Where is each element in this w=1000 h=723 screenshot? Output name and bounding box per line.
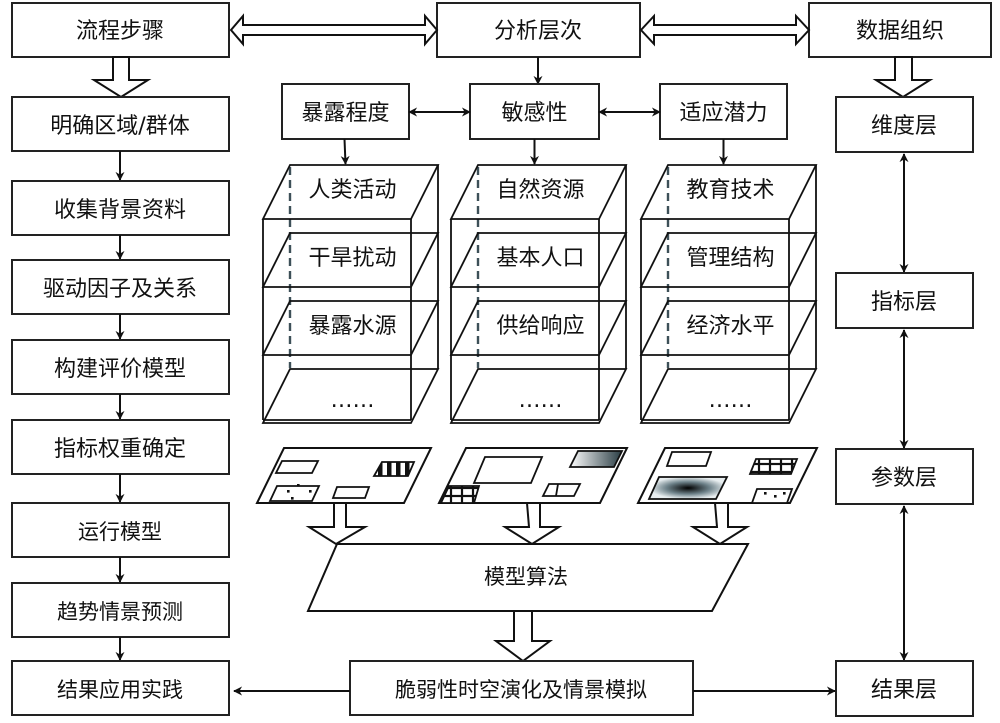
layer-label: 教育技术 bbox=[686, 178, 774, 203]
header-data-organization: 数据组织 bbox=[808, 2, 992, 58]
hollow-down-arrow-data bbox=[872, 56, 934, 99]
data-layer-label: 维度层 bbox=[871, 114, 937, 139]
process-step-label: 指标权重确定 bbox=[54, 437, 186, 462]
vulnerability-simulation-label: 脆弱性时空演化及情景模拟 bbox=[395, 678, 647, 702]
double-hollow-arrow-right bbox=[639, 13, 811, 47]
model-algorithm-box: 模型算法 bbox=[306, 543, 750, 612]
arrow-dimension-to-stack bbox=[340, 138, 350, 165]
process-step-label: 收集背景资料 bbox=[54, 198, 186, 223]
dimension-box: 适应潜力 bbox=[659, 83, 788, 140]
process-step: 指标权重确定 bbox=[11, 419, 230, 475]
process-step: 结果应用实践 bbox=[11, 660, 230, 716]
process-step-label: 明确区域/群体 bbox=[50, 114, 189, 139]
data-layer-box: 参数层 bbox=[835, 448, 974, 505]
double-hollow-arrow-left bbox=[229, 13, 439, 47]
hollow-down-arrow-adaptive-to-model bbox=[689, 502, 751, 546]
dimension-box: 敏感性 bbox=[469, 83, 600, 140]
dimension-label: 敏感性 bbox=[501, 101, 567, 126]
process-step: 收集背景资料 bbox=[11, 180, 230, 236]
hollow-down-arrow-model-to-result bbox=[492, 610, 554, 663]
data-layer-box: 维度层 bbox=[835, 96, 974, 153]
header-process-steps: 流程步骤 bbox=[11, 2, 230, 58]
map-plane-exposure bbox=[255, 447, 433, 504]
map-plane-sensitivity bbox=[437, 447, 629, 504]
data-layer-label: 结果层 bbox=[871, 678, 937, 703]
layer-label: 暴露水源 bbox=[308, 314, 396, 339]
ellipsis-label: …… bbox=[331, 388, 375, 413]
header-data-label: 数据组织 bbox=[856, 19, 944, 44]
hollow-down-arrow-sensitivity-to-model bbox=[501, 502, 563, 546]
process-step: 趋势情景预测 bbox=[11, 582, 230, 638]
process-step: 驱动因子及关系 bbox=[11, 259, 230, 315]
layer-label: 经济水平 bbox=[686, 314, 774, 339]
hollow-down-arrow-process bbox=[90, 56, 152, 99]
data-layer-box: 指标层 bbox=[835, 272, 974, 329]
process-step: 运行模型 bbox=[11, 502, 230, 558]
hollow-down-arrow-exposure-to-model bbox=[305, 502, 369, 546]
process-step-label: 结果应用实践 bbox=[57, 678, 183, 702]
layer-label: 基本人口 bbox=[496, 246, 584, 271]
ellipsis-label: …… bbox=[519, 388, 563, 413]
process-step-label: 趋势情景预测 bbox=[57, 600, 183, 624]
ellipsis-label: …… bbox=[709, 388, 753, 413]
process-step-label: 驱动因子及关系 bbox=[43, 277, 197, 302]
header-analysis-levels: 分析层次 bbox=[436, 2, 641, 58]
header-analysis-label: 分析层次 bbox=[494, 19, 582, 44]
vulnerability-simulation-box: 脆弱性时空演化及情景模拟 bbox=[349, 660, 694, 716]
data-layer-label: 指标层 bbox=[871, 290, 937, 315]
indicator-layer-stacks: 人类活动干旱扰动暴露水源……自然资源基本人口供给响应……教育技术管理结构经济水平… bbox=[261, 164, 818, 424]
process-step: 构建评价模型 bbox=[11, 339, 230, 395]
data-layer-box: 结果层 bbox=[835, 660, 974, 717]
layer-label: 干旱扰动 bbox=[308, 246, 396, 271]
map-plane-adaptive bbox=[636, 447, 819, 504]
model-algorithm-label: 模型算法 bbox=[484, 565, 568, 589]
process-step-label: 运行模型 bbox=[78, 520, 162, 544]
layer-label: 管理结构 bbox=[686, 246, 774, 271]
layer-label: 自然资源 bbox=[496, 178, 584, 203]
layer-label: 供给响应 bbox=[496, 314, 584, 339]
dimension-label: 暴露程度 bbox=[301, 101, 389, 126]
process-steps-column: 明确区域/群体收集背景资料驱动因子及关系构建评价模型指标权重确定运行模型趋势情景… bbox=[11, 96, 230, 716]
process-step: 明确区域/群体 bbox=[11, 96, 230, 152]
data-layer-label: 参数层 bbox=[871, 466, 937, 491]
dimension-box: 暴露程度 bbox=[281, 83, 410, 140]
header-process-label: 流程步骤 bbox=[76, 19, 164, 44]
layer-label: 人类活动 bbox=[308, 178, 396, 203]
dimension-label: 适应潜力 bbox=[679, 101, 767, 126]
dimension-boxes: 暴露程度 敏感性 适应潜力 bbox=[281, 83, 788, 165]
process-step-label: 构建评价模型 bbox=[54, 357, 186, 382]
